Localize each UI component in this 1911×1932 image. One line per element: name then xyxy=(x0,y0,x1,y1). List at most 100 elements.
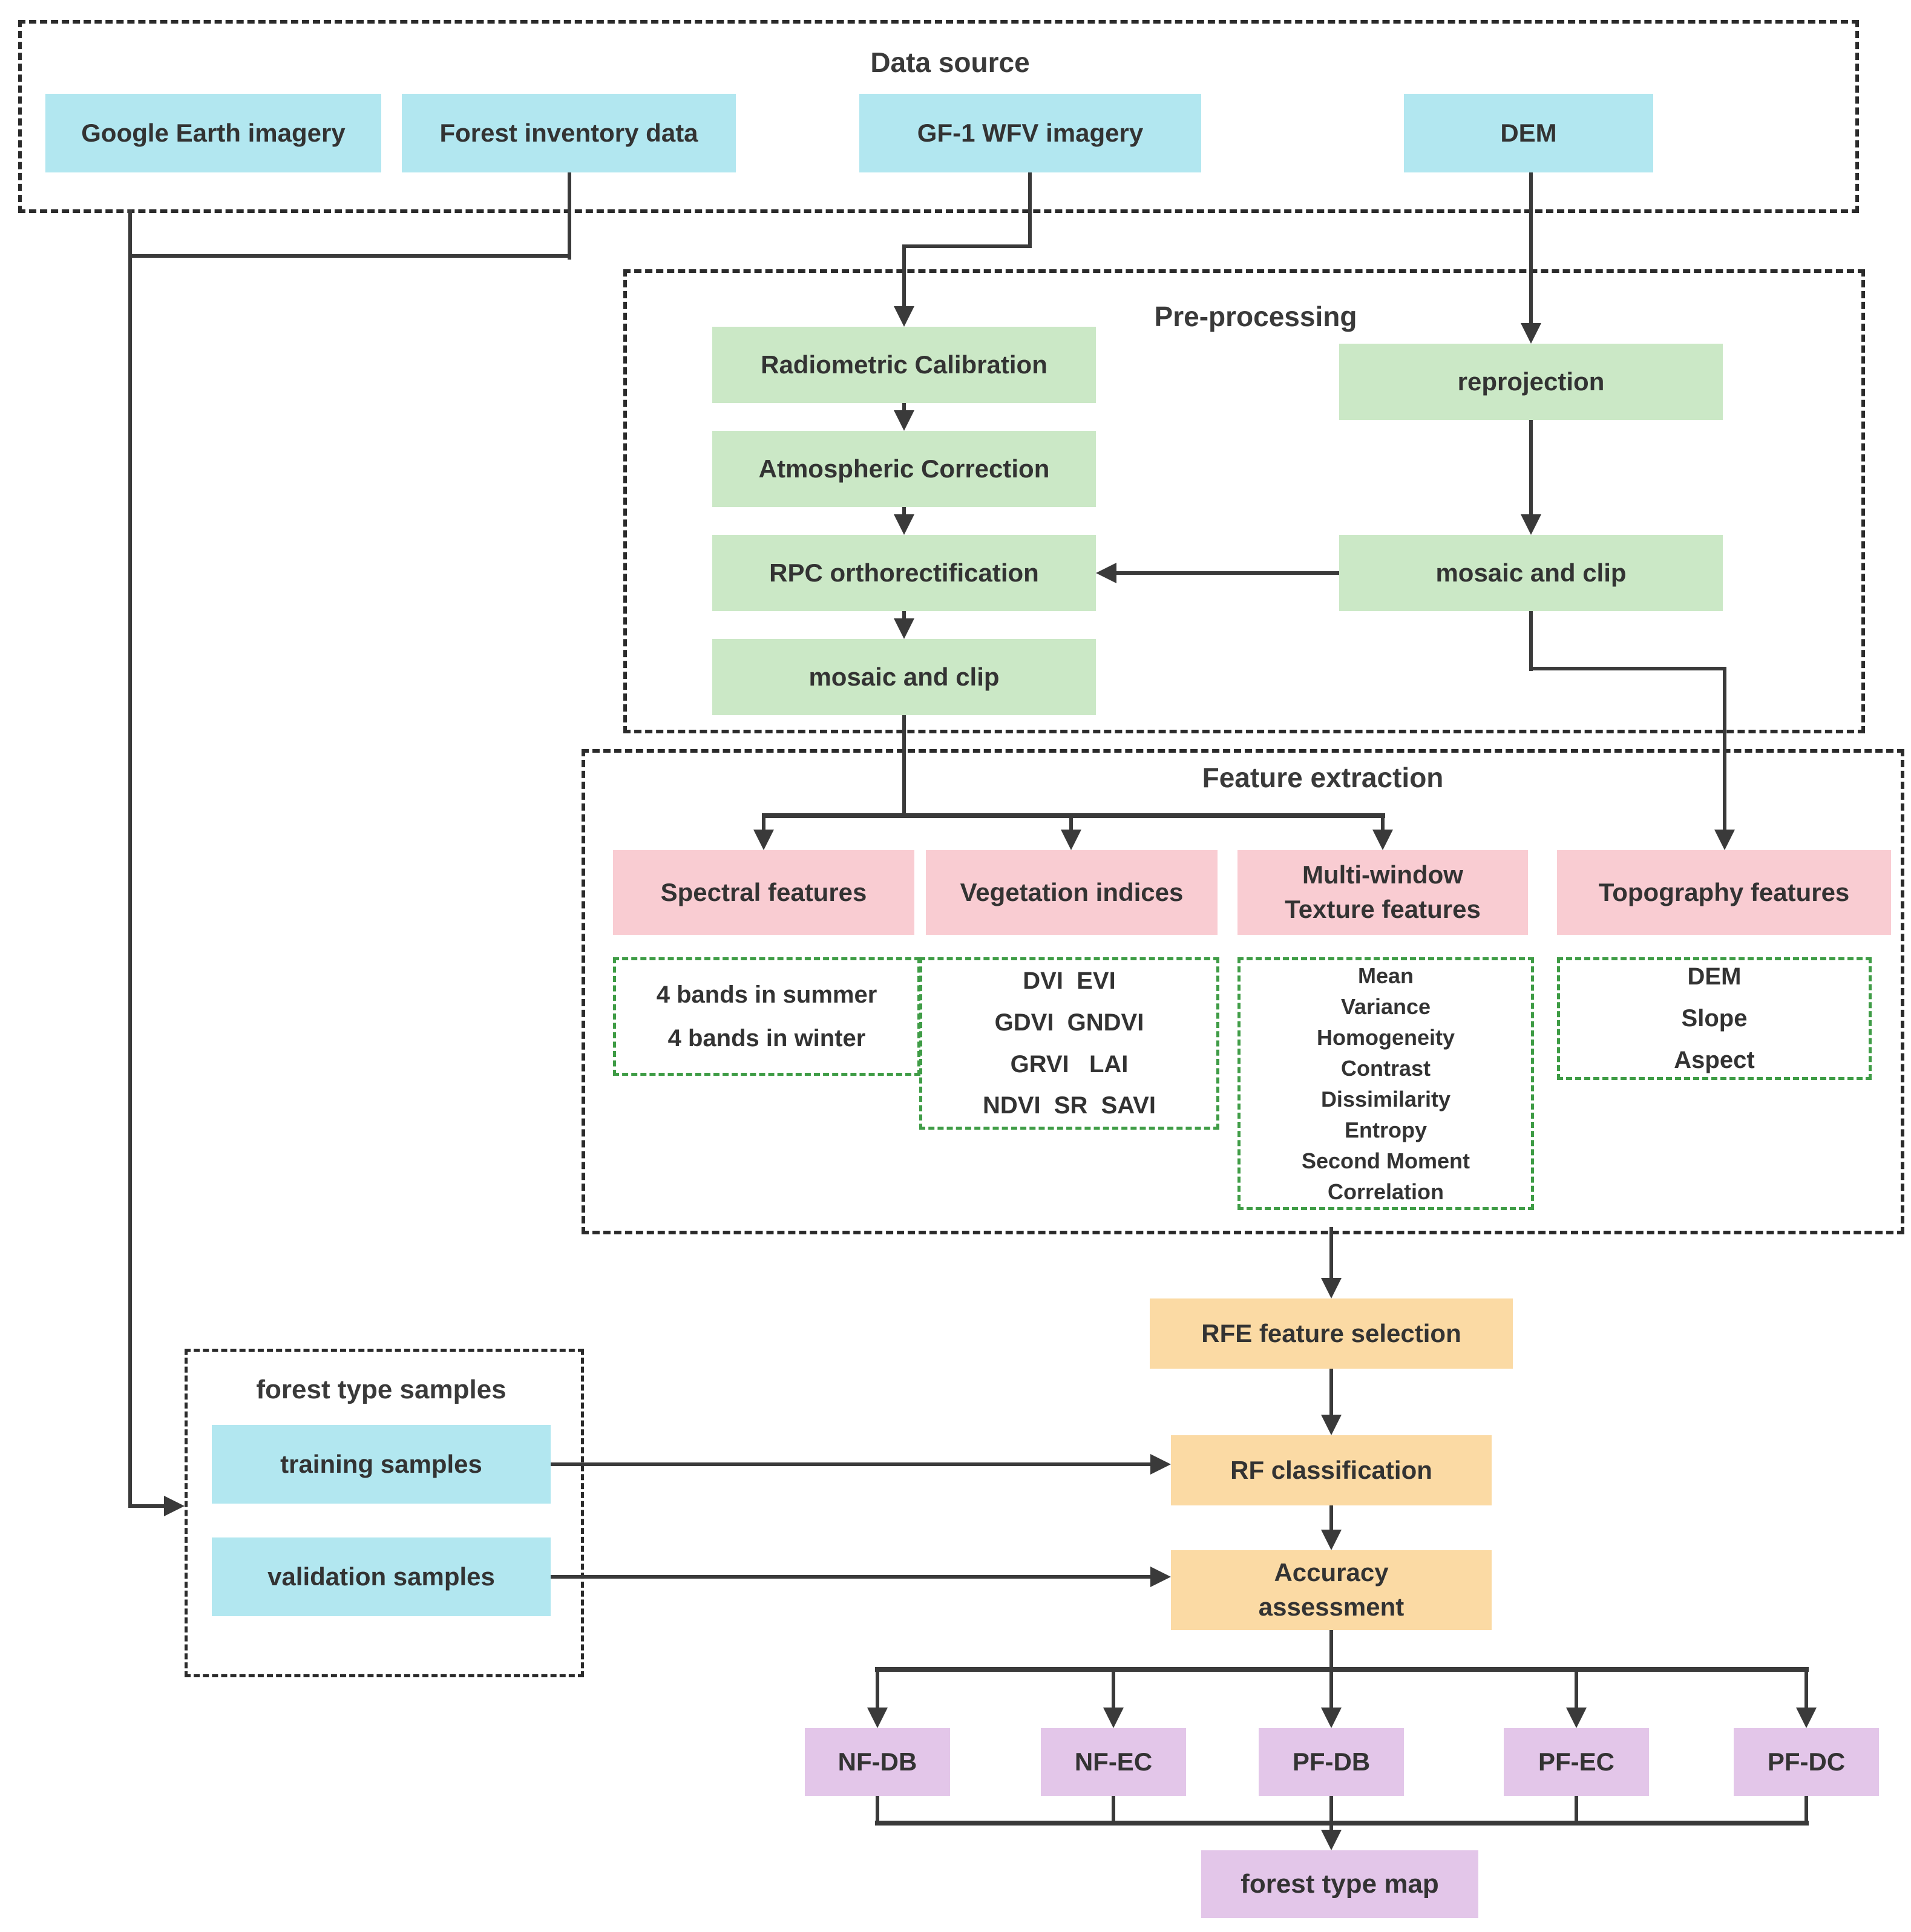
arrowhead-down xyxy=(1796,1708,1817,1728)
node-training-samples: training samples xyxy=(212,1425,551,1504)
node-class-nf-ec: NF-EC xyxy=(1041,1728,1186,1796)
connector-line xyxy=(762,813,1385,818)
connector-line xyxy=(1069,816,1073,830)
connector-line xyxy=(1529,667,1726,670)
topography-detail-line: Slope xyxy=(1681,1005,1748,1032)
node-vegetation-indices: Vegetation indices xyxy=(926,850,1218,935)
vegetation-detail-line: NDVI SR SAVI xyxy=(983,1092,1156,1119)
arrowhead-down xyxy=(894,410,914,431)
node-class-nf-db: NF-DB xyxy=(805,1728,950,1796)
vegetation-detail-line: GRVI LAI xyxy=(1010,1050,1129,1078)
arrowhead-down xyxy=(1321,1830,1342,1850)
node-forest-type-map: forest type map xyxy=(1201,1850,1478,1918)
texture-detail-line: Dissimilarity xyxy=(1320,1087,1451,1112)
connector-line xyxy=(1329,1227,1333,1278)
connector-line xyxy=(1116,571,1339,575)
pre-processing-title: Pre-processing xyxy=(1154,301,1357,332)
connector-line xyxy=(902,403,906,411)
arrowhead-down xyxy=(1321,1278,1342,1298)
connector-line xyxy=(1112,1669,1115,1708)
pre-processing-group xyxy=(623,269,1865,733)
connector-line xyxy=(875,1821,1809,1826)
arrowhead-down xyxy=(1372,830,1393,850)
topography-detail-line: Aspect xyxy=(1674,1046,1755,1073)
topography-detail-box: DEM Slope Aspect xyxy=(1557,957,1872,1080)
arrowhead-down xyxy=(753,830,774,850)
node-class-pf-ec: PF-EC xyxy=(1504,1728,1649,1796)
spectral-detail-line: 4 bands in summer xyxy=(656,981,877,1008)
connector-line xyxy=(902,507,906,516)
node-class-pf-dc: PF-DC xyxy=(1734,1728,1879,1796)
arrowhead-down xyxy=(867,1708,888,1728)
node-rf-classification: RF classification xyxy=(1171,1435,1492,1505)
arrowhead-down xyxy=(894,306,914,327)
node-gf1-wfv-imagery: GF-1 WFV imagery xyxy=(859,94,1201,172)
spectral-detail-line: 4 bands in winter xyxy=(667,1025,866,1052)
node-mosaic-and-clip-right: mosaic and clip xyxy=(1339,535,1723,611)
connector-line xyxy=(1028,172,1032,248)
connector-line xyxy=(128,1504,164,1508)
connector-line xyxy=(568,172,571,260)
node-dem: DEM xyxy=(1404,94,1653,172)
connector-line xyxy=(1575,1796,1578,1826)
arrowhead-down xyxy=(894,618,914,639)
node-mosaic-and-clip-left: mosaic and clip xyxy=(712,639,1096,715)
connector-line xyxy=(1329,1669,1333,1708)
connector-line xyxy=(1329,1796,1333,1830)
node-atmospheric-correction: Atmospheric Correction xyxy=(712,431,1096,507)
connector-line xyxy=(1529,420,1533,514)
connector-line xyxy=(1529,611,1533,671)
node-radiometric-calibration: Radiometric Calibration xyxy=(712,327,1096,403)
texture-detail-line: Contrast xyxy=(1340,1055,1431,1081)
connector-line xyxy=(875,1667,1809,1672)
connector-line xyxy=(902,611,906,620)
texture-detail-line: Correlation xyxy=(1327,1179,1444,1205)
connector-line xyxy=(1529,172,1533,323)
arrowhead-right xyxy=(1150,1567,1171,1587)
feature-extraction-group xyxy=(582,749,1904,1234)
node-reprojection: reprojection xyxy=(1339,344,1723,420)
spectral-detail-box: 4 bands in summer 4 bands in winter xyxy=(613,957,920,1076)
node-class-pf-db: PF-DB xyxy=(1259,1728,1404,1796)
connector-line xyxy=(1329,1630,1333,1672)
connector-line xyxy=(1575,1669,1578,1708)
connector-line xyxy=(1804,1796,1808,1826)
connector-line xyxy=(1381,816,1385,830)
connector-line xyxy=(551,1462,1150,1466)
arrowhead-down xyxy=(1321,1415,1342,1435)
arrowhead-down xyxy=(1714,830,1735,850)
forest-type-samples-group xyxy=(185,1349,584,1677)
connector-line xyxy=(1329,1505,1333,1530)
connector-line xyxy=(902,715,906,818)
connector-line xyxy=(876,1669,879,1708)
connector-line xyxy=(762,816,765,830)
node-rpc-orthorectification: RPC orthorectification xyxy=(712,535,1096,611)
connector-line xyxy=(1723,667,1726,830)
forest-type-samples-title: forest type samples xyxy=(256,1375,506,1404)
data-source-group xyxy=(18,20,1859,213)
arrowhead-down xyxy=(1521,323,1541,344)
texture-detail-line: Variance xyxy=(1340,994,1431,1019)
arrowhead-down xyxy=(894,514,914,535)
texture-detail-box: Mean Variance Homogeneity Contrast Dissi… xyxy=(1237,957,1534,1210)
node-topography-features: Topography features xyxy=(1557,850,1891,935)
arrowhead-right xyxy=(164,1496,185,1516)
arrowhead-down xyxy=(1321,1708,1342,1728)
node-google-earth-imagery: Google Earth imagery xyxy=(45,94,381,172)
node-accuracy-assessment: Accuracy assessment xyxy=(1171,1550,1492,1630)
texture-detail-line: Homogeneity xyxy=(1316,1024,1455,1050)
arrowhead-right xyxy=(1150,1454,1171,1475)
texture-detail-line: Mean xyxy=(1357,963,1414,988)
connector-line xyxy=(1329,1369,1333,1415)
data-source-title: Data source xyxy=(870,47,1030,78)
connector-line xyxy=(876,1796,879,1826)
vegetation-detail-box: DVI EVI GDVI GNDVI GRVI LAI NDVI SR SAVI xyxy=(919,957,1219,1130)
texture-detail-line: Entropy xyxy=(1344,1118,1427,1143)
connector-line xyxy=(1804,1669,1808,1708)
arrowhead-down xyxy=(1061,830,1081,850)
texture-detail-line: Second Moment xyxy=(1301,1148,1470,1174)
arrowhead-left xyxy=(1096,563,1116,583)
vegetation-detail-line: DVI EVI xyxy=(1023,967,1116,994)
arrowhead-down xyxy=(1521,514,1541,535)
